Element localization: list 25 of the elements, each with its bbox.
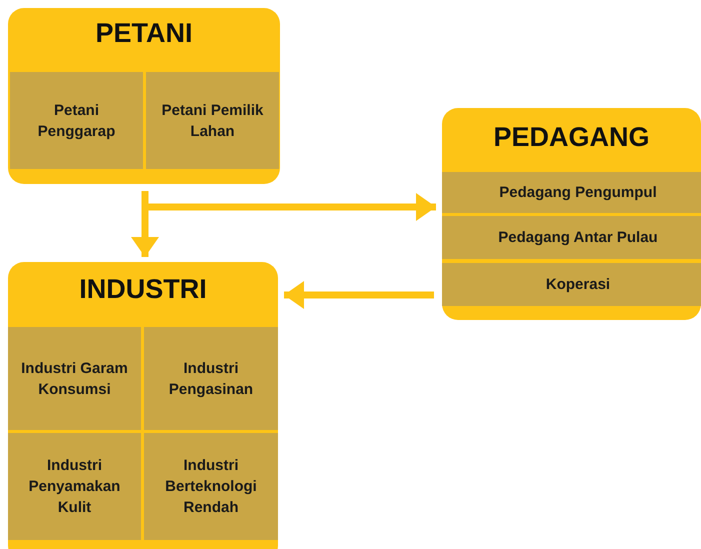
item-label: Pedagang Antar Pulau <box>498 229 658 246</box>
item-cell <box>8 327 141 430</box>
item-cell <box>146 72 279 169</box>
item-cell <box>442 172 701 213</box>
item-label: Pedagang Pengumpul <box>499 184 657 201</box>
category-heading: PEDAGANG <box>492 122 650 153</box>
item-cell <box>442 216 701 259</box>
category-heading: PETANI <box>94 18 194 49</box>
item-label: Industri Berteknologi Rendah <box>165 457 257 516</box>
item-cell <box>144 433 278 540</box>
item-cell <box>144 327 278 430</box>
item-label: Petani Pemilik Lahan <box>162 102 264 140</box>
category-card <box>442 108 701 320</box>
category-card <box>8 262 278 549</box>
item-cell <box>442 263 701 306</box>
item-label: Industri Garam Konsumsi <box>21 360 128 398</box>
item-label: Koperasi <box>546 276 610 293</box>
category-card <box>8 8 280 184</box>
arrow <box>284 281 434 309</box>
item-cell <box>10 72 143 169</box>
item-label: Petani Penggarap <box>38 102 116 140</box>
item-label: Industri Pengasinan <box>168 360 254 398</box>
category-heading: INDUSTRI <box>78 274 208 305</box>
item-label: Industri Penyamakan Kulit <box>28 457 120 516</box>
item-cell <box>8 433 141 540</box>
